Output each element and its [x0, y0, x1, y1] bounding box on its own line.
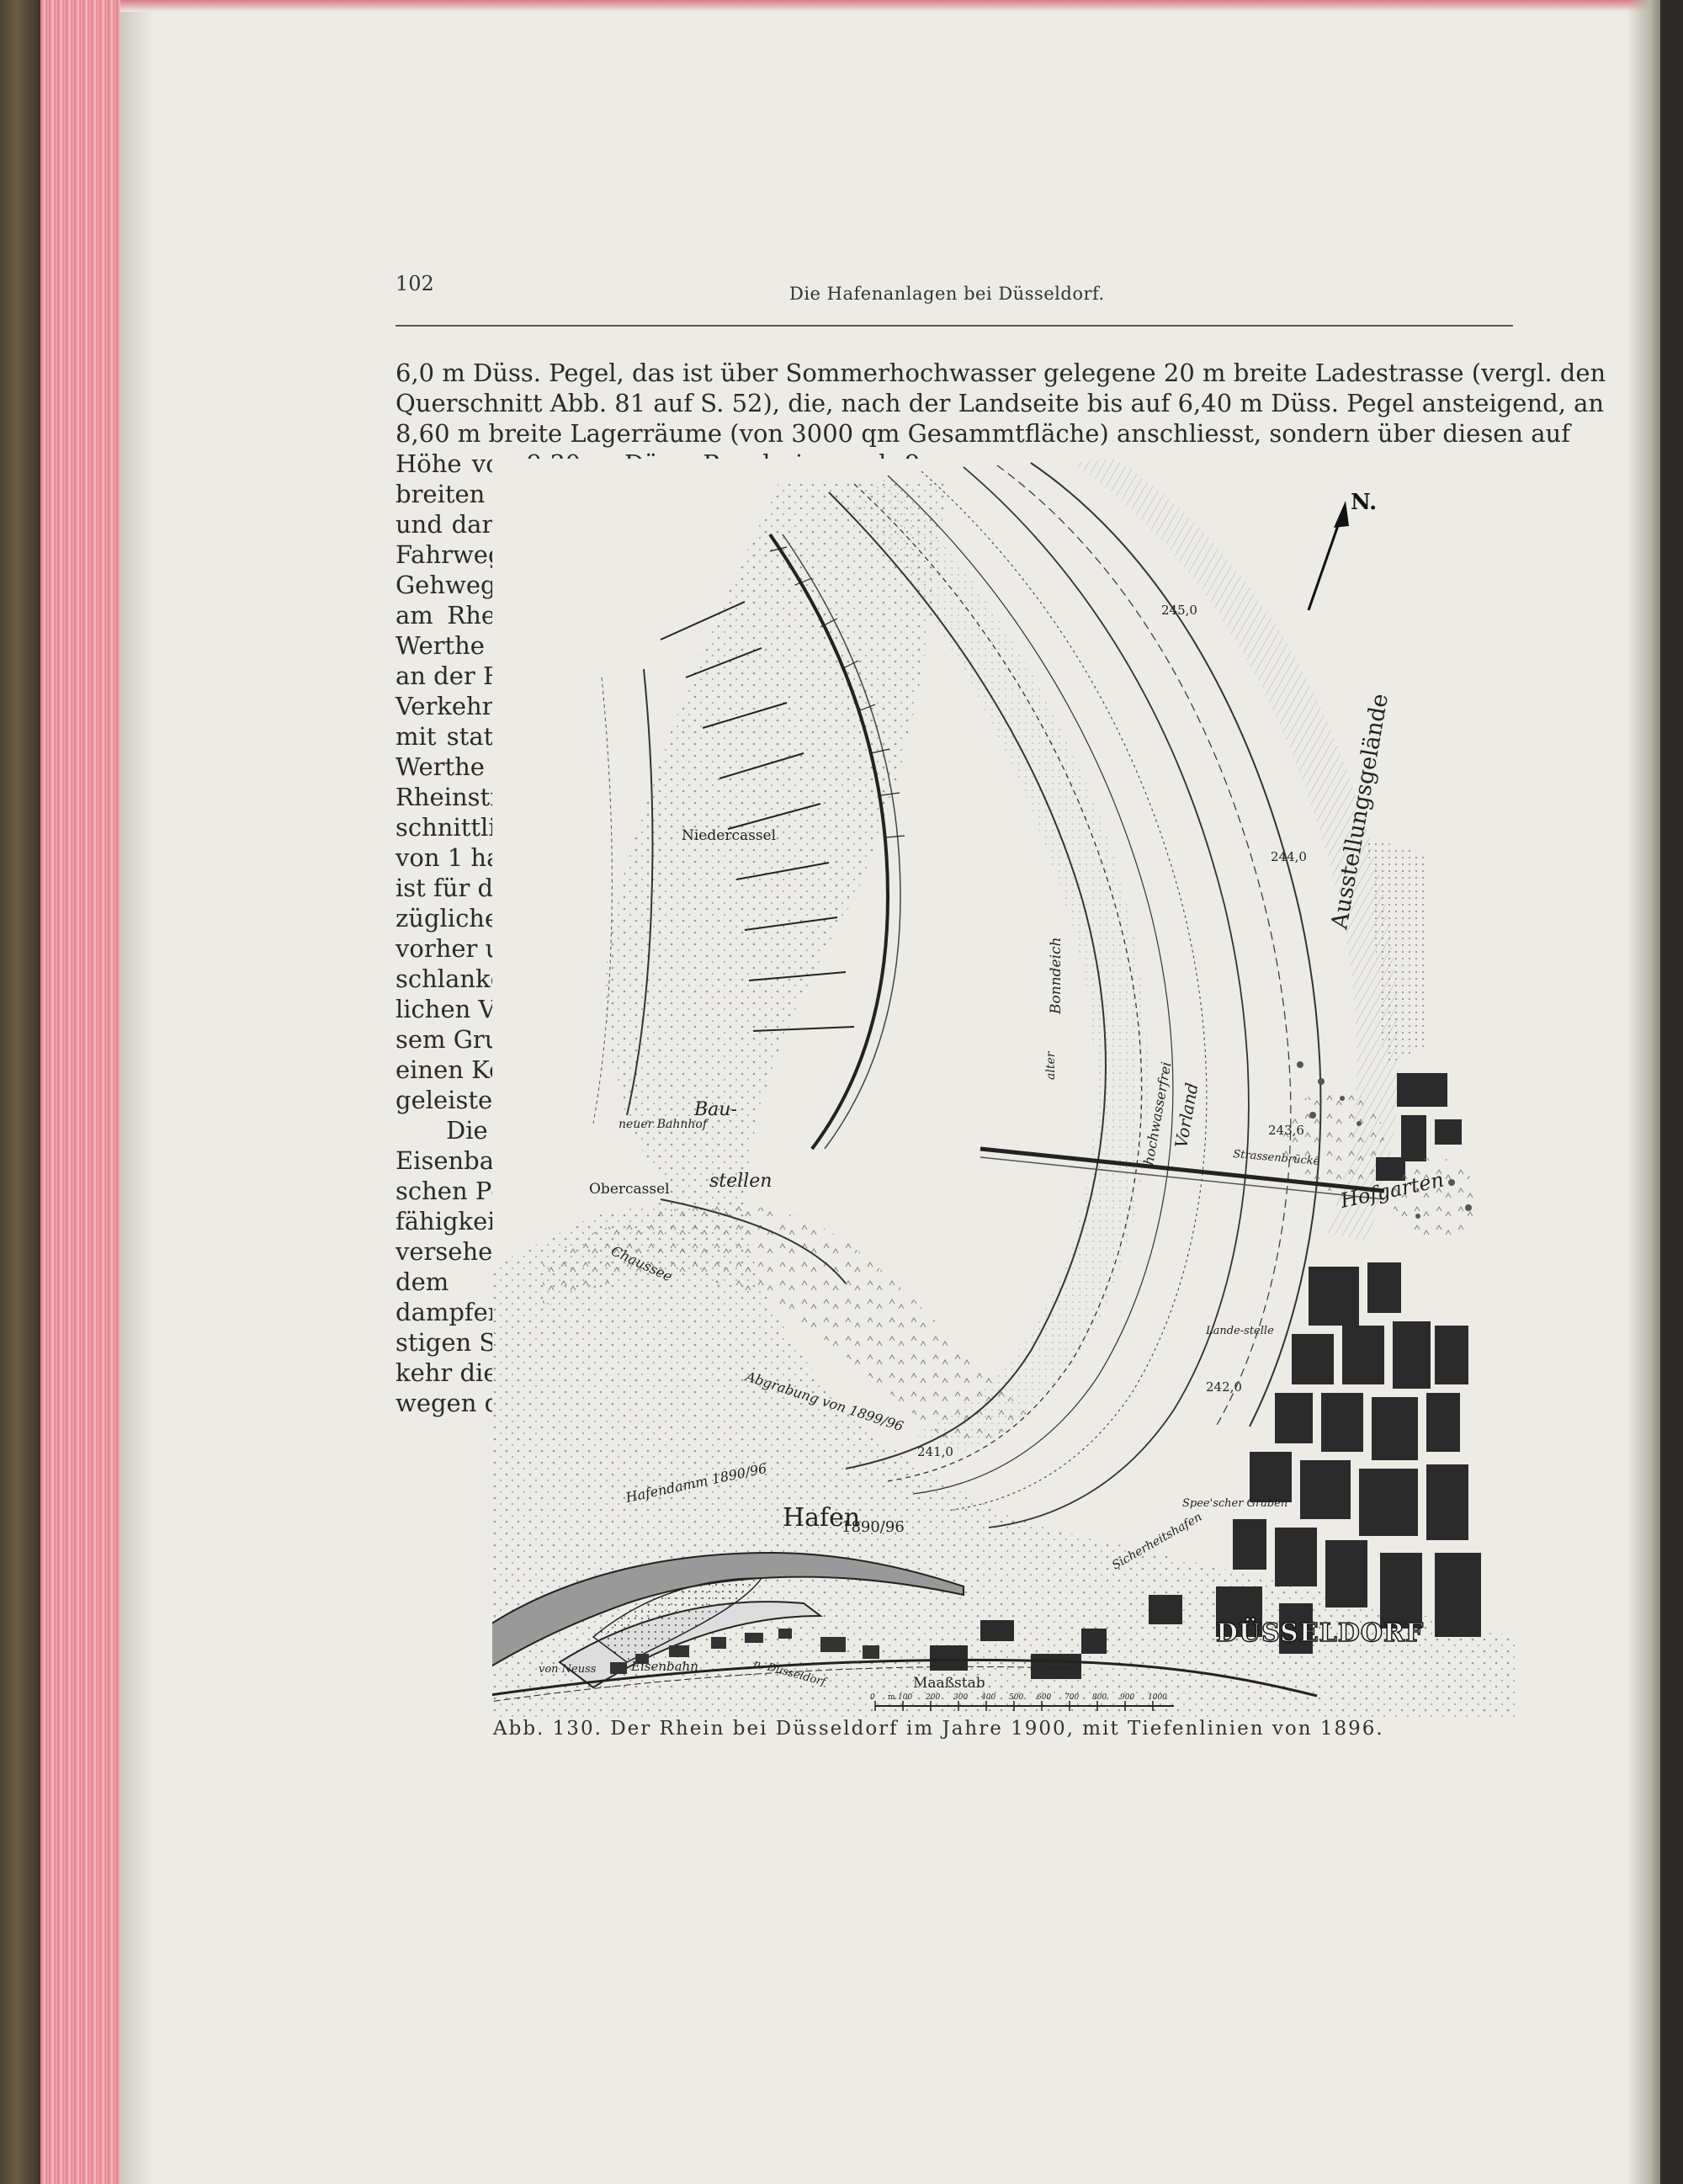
scale-title: Maaßstab: [913, 1675, 985, 1692]
depth-244: 244,0: [1271, 849, 1307, 864]
label-alter: alter: [1044, 1050, 1058, 1080]
scale-bar: Maaßstab 0 100 200 300 400 500 600 700 800 900 100…: [870, 1675, 1174, 1711]
label-von-neuss: von Neuss: [539, 1663, 597, 1676]
rhine-map: N. Niedercassel Obercassel Bau- stellen …: [492, 459, 1515, 1717]
right-edge: [1627, 0, 1660, 2184]
book-spine: [0, 0, 40, 2184]
label-duesseldorf: DÜSSELDORF: [1216, 1617, 1424, 1648]
scale-tick-label: 600: [1037, 1693, 1051, 1702]
page-edge-red: [40, 0, 120, 2184]
depth-245: 245,0: [1161, 603, 1197, 618]
label-hafen-year: 1890/96: [842, 1518, 905, 1536]
scale-tick-label: 100: [898, 1693, 912, 1702]
label-landestelle: Lande-stelle: [1205, 1325, 1274, 1337]
scale-tick-label: 200: [925, 1693, 940, 1702]
scale-tick-label: 900: [1120, 1693, 1134, 1702]
page-number: 102: [396, 272, 434, 295]
scale-tick-label: 300: [953, 1693, 968, 1702]
scale-tick-label: 700: [1064, 1693, 1079, 1702]
figure-caption: Abb. 130. Der Rhein bei Düsseldorf im Ja…: [493, 1718, 1384, 1740]
scale-tick-label: 500: [1009, 1693, 1023, 1702]
gutter-shadow: [120, 0, 154, 2184]
depth-243: 243,6: [1268, 1123, 1304, 1138]
label-obercassel: Obercassel: [589, 1181, 670, 1198]
running-head: Die Hafenanlagen bei Düsseldorf.: [789, 284, 1105, 304]
label-neuer-bahnhof: neuer Bahnhof: [619, 1118, 709, 1131]
scale-tick-label: 0: [870, 1693, 875, 1702]
label-bau: Bau-: [693, 1099, 737, 1120]
label-hafen: Hafen: [783, 1503, 860, 1533]
text-line: Querschnitt Abb. 81 auf S. 52), die, nac…: [396, 389, 1605, 417]
header-rule: [396, 325, 1513, 327]
text-line: geleistet.: [396, 1086, 511, 1114]
label-spee-graben: Spee'scher Graben: [1182, 1497, 1287, 1510]
depth-241: 241,0: [917, 1444, 953, 1459]
scale-tick-label: 1000: [1148, 1693, 1167, 1702]
top-edge: [120, 0, 1660, 12]
north-label: N.: [1351, 490, 1377, 515]
depth-242: 242,0: [1206, 1379, 1242, 1395]
label-niedercassel: Niedercassel: [682, 827, 776, 844]
scale-tick-label: 400: [980, 1693, 995, 1702]
label-eisenbahn: Eisenbahn: [630, 1659, 698, 1674]
text-line: 6,0 m Düss. Pegel, das ist über Sommerho…: [396, 359, 1606, 387]
text-line: 8,60 m breite Lagerräume (von 3000 qm Ge…: [396, 419, 1570, 448]
label-stellen: stellen: [709, 1171, 772, 1192]
scale-tick-label: 800: [1092, 1693, 1107, 1702]
scale-unit: m: [888, 1693, 895, 1702]
label-bonndeich: Bonndeich: [1048, 938, 1064, 1015]
